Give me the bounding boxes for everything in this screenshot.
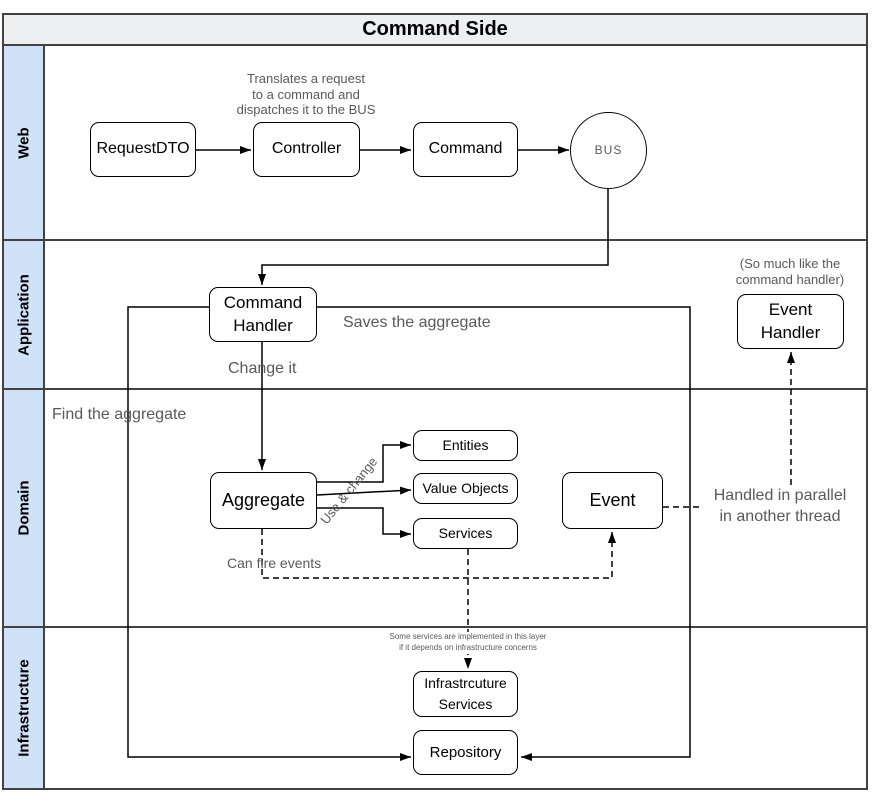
edge-commandhandler-repository-save [317, 306, 691, 761]
edge-aggregate-valueobjects [316, 486, 412, 496]
saves-aggregate-label: Saves the aggregate [343, 314, 491, 331]
node-entities: Entities [413, 430, 518, 461]
edge-bus-commandhandler [258, 189, 609, 285]
lane-label-web: Web [4, 46, 45, 239]
node-aggregate: Aggregate [210, 472, 317, 529]
find-aggregate-label: Find the aggregate [52, 406, 187, 423]
edge-aggregate-services [317, 507, 411, 538]
edge-aggregate-entities [317, 441, 411, 483]
node-event: Event [562, 472, 663, 529]
edge-aggregate-event-fire [261, 529, 616, 579]
page-title: Command Side [4, 15, 866, 46]
node-command: Command [413, 122, 518, 177]
node-repository: Repository [413, 730, 518, 775]
node-value-objects: Value Objects [413, 473, 518, 504]
infrastructure-note: Some services are implemented in this la… [368, 632, 568, 654]
node-bus: BUS [570, 112, 647, 189]
lane-label-domain: Domain [4, 390, 45, 626]
lane-label-infrastructure: Infrastructure [4, 628, 45, 788]
node-controller: Controller [253, 122, 360, 177]
change-it-label: Change it [228, 360, 297, 377]
node-services: Services [413, 518, 518, 549]
event-handler-note: (So much like the command handler) [735, 256, 845, 287]
can-fire-events-label: Can fire events [227, 555, 322, 571]
node-request-dto: RequestDTO [90, 122, 196, 177]
controller-note: Translates a request to a command and di… [236, 71, 376, 118]
node-event-handler: Event Handler [737, 294, 844, 349]
lane-label-application: Application [4, 241, 45, 388]
edge-event-eventhandler [663, 352, 795, 508]
node-infrastructure-services: Infrastrcuture Services [413, 671, 518, 717]
handled-in-parallel-label: Handled in parallel in another thread [700, 486, 860, 528]
edge-commandhandler-repository-find [127, 306, 411, 761]
node-command-handler: Command Handler [209, 287, 317, 342]
